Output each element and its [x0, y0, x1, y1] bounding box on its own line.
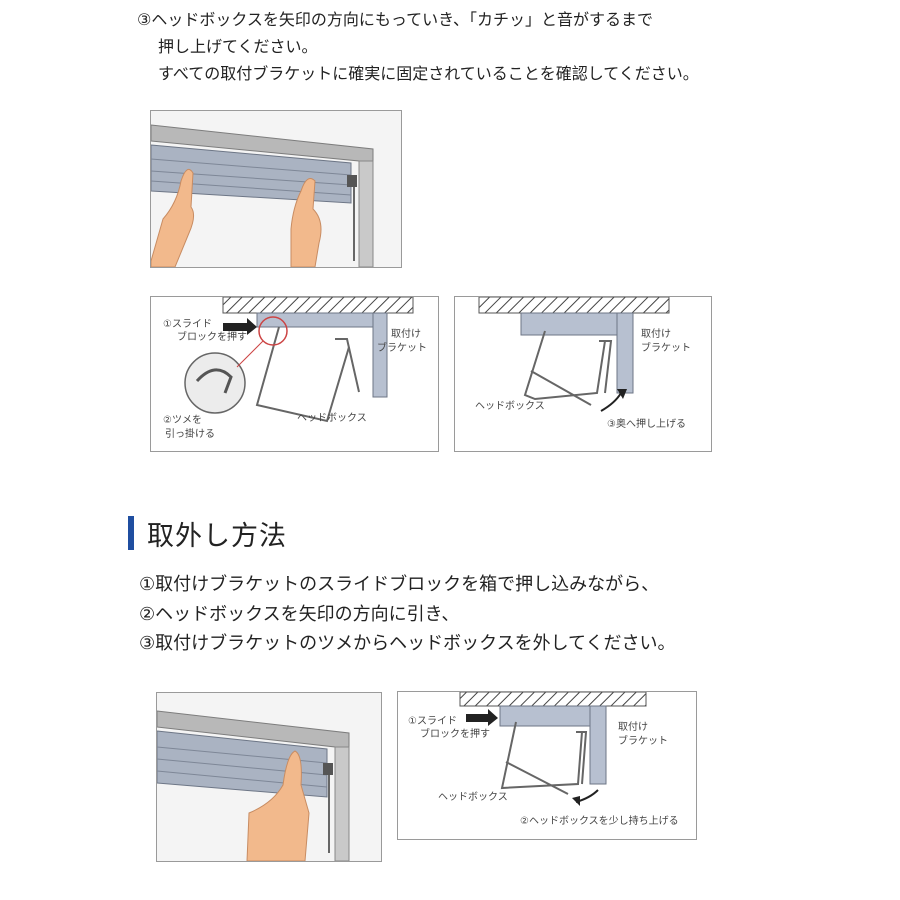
- diagram-install-push: 取付け ブラケット ヘッドボックス ③奥へ押し上げる: [454, 296, 712, 452]
- label-headbox: ヘッドボックス: [475, 400, 545, 412]
- photo-install-illustration: [151, 111, 401, 267]
- label-headbox: ヘッドボックス: [297, 412, 367, 424]
- photo-remove-hand: [156, 692, 382, 862]
- label-push: ③奥へ押し上げる: [607, 417, 686, 430]
- intro-line-2: 押し上げてください。: [158, 37, 318, 56]
- label-slide-1: ①スライド: [163, 318, 212, 330]
- removal-step-3: ③取付けブラケットのツメからヘッドボックスを外してください。: [139, 633, 676, 654]
- diagram-remove-lift: ①スライド ブロックを押す 取付け ブラケット ヘッドボックス ②ヘッドボックス…: [397, 691, 697, 840]
- label-bracket-1: 取付け: [391, 327, 421, 340]
- intro-line-1: ③ヘッドボックスを矢印の方向にもっていき、「カチッ」と音がするまで: [137, 10, 653, 29]
- label-hook-2: 引っ掛ける: [165, 427, 215, 440]
- label-headbox: ヘッドボックス: [438, 791, 508, 803]
- label-slide-2: ブロックを押す: [420, 727, 490, 740]
- intro-text: ③ヘッドボックスを矢印の方向にもっていき、「カチッ」と音がするまで 押し上げてく…: [137, 6, 699, 87]
- label-slide-1: ①スライド: [408, 715, 457, 727]
- section-heading: 取外し方法: [128, 516, 287, 552]
- photo-install-hands: [150, 110, 402, 268]
- removal-steps: ①取付けブラケットのスライドブロックを箱で押し込みながら、 ②ヘッドボックスを矢…: [139, 570, 676, 659]
- label-hook-1: ②ツメを: [163, 414, 202, 426]
- label-bracket-1: 取付け: [641, 327, 671, 340]
- label-bracket-2: ブラケット: [377, 341, 427, 354]
- intro-line-3: すべての取付ブラケットに確実に固定されていることを確認してください。: [158, 64, 699, 83]
- label-slide-2: ブロックを押す: [177, 330, 247, 343]
- heading-text: 取外し方法: [147, 520, 287, 552]
- label-lift: ②ヘッドボックスを少し持ち上げる: [520, 814, 679, 827]
- removal-step-2: ②ヘッドボックスを矢印の方向に引き、: [139, 603, 460, 625]
- diagram-install-hook: ①スライド ブロックを押す ②ツメを 引っ掛ける ヘッドボックス 取付け ブラケ…: [150, 296, 439, 452]
- heading-accent-bar: [128, 516, 134, 550]
- label-bracket-1: 取付け: [618, 720, 648, 733]
- label-bracket-2: ブラケット: [618, 734, 668, 747]
- removal-step-1: ①取付けブラケットのスライドブロックを箱で押し込みながら、: [139, 574, 660, 595]
- label-bracket-2: ブラケット: [641, 341, 691, 354]
